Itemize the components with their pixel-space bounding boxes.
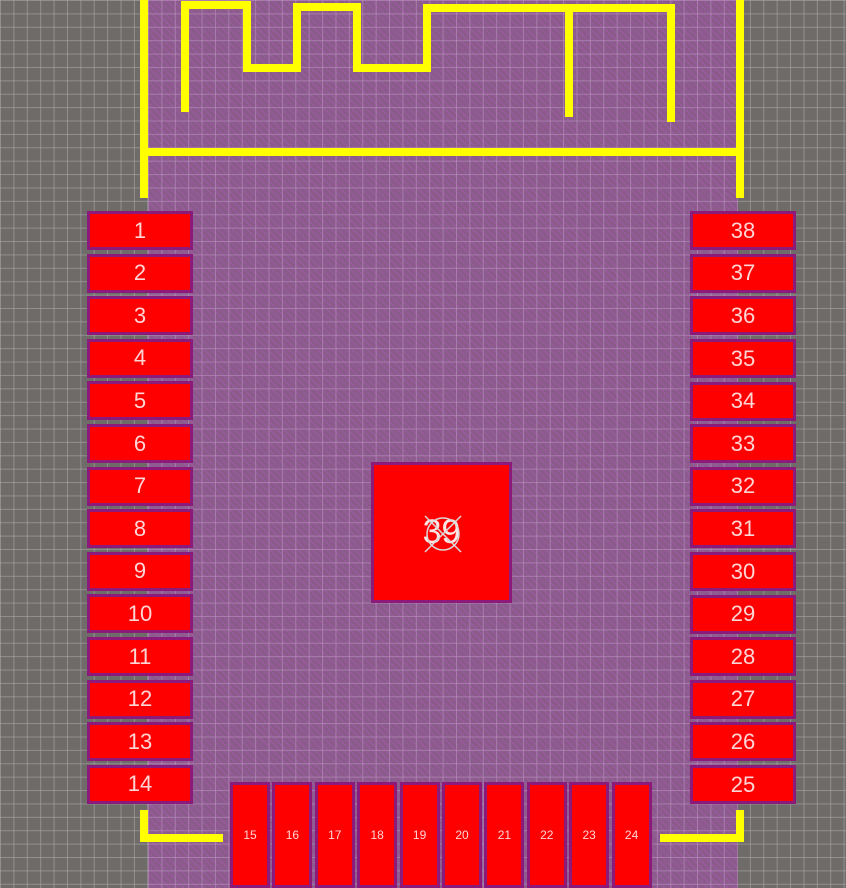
pad-24[interactable]: 24	[611, 782, 652, 888]
pad-label: 32	[730, 473, 756, 499]
pad-35[interactable]: 35	[690, 339, 796, 378]
pad-20[interactable]: 20	[442, 782, 482, 888]
pad-37[interactable]: 37	[690, 253, 796, 293]
pad-label: 16	[285, 828, 300, 842]
pad-label: 3	[133, 302, 147, 328]
pad-label: 20	[455, 828, 469, 842]
pad-9[interactable]: 9	[87, 551, 193, 591]
pad-14[interactable]: 14	[87, 764, 193, 804]
pad-34[interactable]: 34	[690, 381, 796, 421]
module-body-area	[148, 0, 738, 888]
pad-4[interactable]: 4	[87, 338, 193, 378]
pad-8[interactable]: 8	[87, 509, 193, 549]
pad-label: 6	[133, 430, 147, 456]
pad-label: 4	[133, 345, 147, 371]
origin-marker-icon	[424, 515, 462, 553]
pad-1[interactable]: 1	[87, 211, 193, 250]
pad-label: 1	[133, 217, 147, 243]
pad-label: 17	[328, 828, 342, 842]
pad-27[interactable]: 27	[690, 679, 796, 719]
pad-22[interactable]: 22	[526, 782, 567, 888]
pad-label: 7	[133, 473, 147, 499]
pad-31[interactable]: 31	[690, 509, 796, 549]
pad-13[interactable]: 13	[87, 722, 193, 762]
pad-38[interactable]: 38	[690, 211, 796, 251]
pad-12[interactable]: 12	[87, 679, 193, 719]
pad-label: 35	[730, 345, 756, 371]
pad-label: 30	[730, 558, 756, 584]
pad-label: 38	[730, 217, 756, 243]
pad-label: 34	[730, 388, 756, 414]
pad-26[interactable]: 26	[690, 722, 796, 762]
pad-19[interactable]: 19	[399, 782, 440, 888]
pad-33[interactable]: 33	[690, 424, 796, 464]
pad-15[interactable]: 15	[230, 782, 270, 888]
pad-label: 2	[133, 260, 147, 286]
pad-36[interactable]: 36	[690, 296, 796, 336]
pad-label: 24	[624, 828, 639, 842]
pad-label: 22	[540, 828, 554, 842]
pad-label: 27	[730, 686, 756, 712]
pad-30[interactable]: 30	[690, 552, 796, 591]
pad-label: 19	[412, 828, 427, 842]
pad-28[interactable]: 28	[690, 637, 796, 677]
pad-7[interactable]: 7	[87, 466, 193, 506]
pad-label: 21	[497, 828, 512, 842]
pad-label: 31	[730, 515, 756, 541]
pad-label: 18	[370, 828, 384, 842]
pad-label: 12	[127, 686, 153, 712]
pad-label: 5	[133, 387, 147, 413]
pad-label: 36	[730, 302, 756, 328]
pad-label: 25	[730, 771, 756, 797]
pad-11[interactable]: 11	[87, 637, 193, 676]
pad-label: 15	[243, 828, 257, 842]
pad-21[interactable]: 21	[484, 782, 525, 888]
pad-25[interactable]: 25	[690, 765, 796, 804]
pad-17[interactable]: 17	[314, 782, 355, 888]
pad-label: 11	[128, 643, 152, 669]
pad-32[interactable]: 32	[690, 466, 796, 506]
pad-label: 9	[133, 558, 147, 584]
pad-2[interactable]: 2	[87, 253, 193, 293]
pad-label: 23	[582, 828, 596, 842]
pad-18[interactable]: 18	[357, 782, 398, 888]
pad-6[interactable]: 6	[87, 424, 193, 463]
pad-5[interactable]: 5	[87, 381, 193, 421]
pad-label: 10	[127, 600, 153, 626]
pad-3[interactable]: 3	[87, 296, 193, 336]
pad-label: 28	[730, 643, 756, 669]
pad-10[interactable]: 10	[87, 594, 193, 634]
pad-label: 14	[127, 771, 153, 797]
pad-label: 26	[730, 728, 756, 754]
pad-16[interactable]: 16	[272, 782, 313, 888]
pad-29[interactable]: 29	[690, 594, 796, 634]
pad-label: 29	[730, 601, 756, 627]
pad-23[interactable]: 23	[569, 782, 610, 888]
pad-label: 13	[127, 728, 153, 754]
pad-label: 8	[133, 515, 147, 541]
pad-label: 33	[730, 430, 756, 456]
pad-label: 37	[730, 260, 756, 286]
